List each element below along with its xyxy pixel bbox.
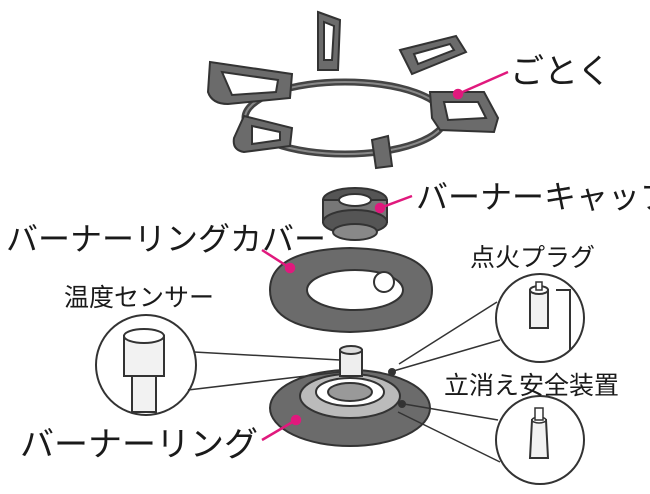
gotoku-part (206, 10, 500, 170)
label-flame-failure-device: 立消え安全装置 (444, 371, 619, 400)
burner-ring-cover-part (268, 246, 434, 334)
leader-lines (261, 70, 509, 442)
label-burner-ring: バーナーリング (20, 425, 258, 465)
burner-cap-part (322, 187, 388, 241)
label-temp-sensor: 温度センサー (64, 283, 214, 312)
burner-ring-part (269, 345, 431, 447)
flame-failure-detail (397, 395, 585, 485)
ignition-plug-detail (389, 273, 585, 373)
label-gotoku: ごとく (510, 52, 611, 92)
temp-sensor-detail (95, 314, 341, 416)
label-burner-ring-cover: バーナーリングカバー (6, 220, 326, 258)
label-ignition-plug: 点火プラグ (470, 243, 595, 272)
label-burner-cap: バーナーキャップ (416, 178, 650, 216)
